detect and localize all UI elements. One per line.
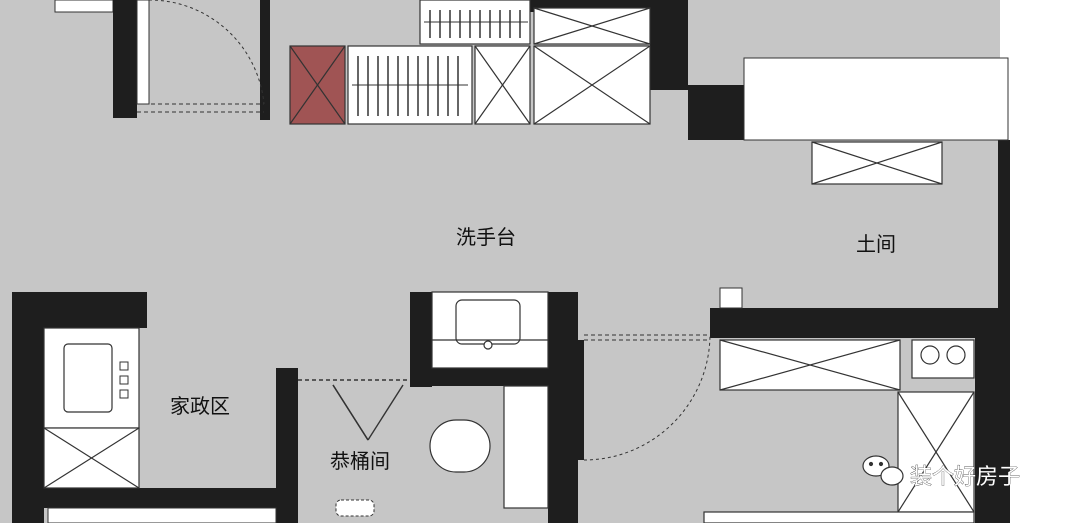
cooktop-burners	[920, 345, 966, 365]
housekeeping-appliances	[43, 327, 140, 489]
label-toilet-room: 恭桶间	[330, 449, 390, 473]
toilet-bifold-door	[298, 379, 410, 441]
right-top-outside	[743, 57, 1009, 141]
door-right	[583, 287, 743, 461]
label-washbasin-area: 洗手台	[456, 225, 516, 249]
door-upper-left	[136, 0, 265, 113]
wall-upper-left	[113, 0, 137, 118]
label-housekeeping-area: 家政区	[170, 394, 230, 418]
toilet-room-fixtures	[429, 385, 549, 509]
shoe-rack-slats	[352, 10, 528, 116]
label-mudroom: 土间	[856, 232, 896, 256]
wall-right	[998, 140, 1010, 310]
watermark-text: 装个好房子	[910, 465, 1020, 490]
walls	[12, 0, 1010, 523]
wechat-icon	[862, 455, 904, 486]
wall-washbasin	[410, 292, 432, 387]
upper-left-room	[54, 0, 114, 13]
floor-drain	[335, 499, 375, 517]
washbasin	[431, 291, 549, 369]
left-lower-room	[47, 507, 277, 523]
appliance-controls	[119, 361, 129, 399]
watermark: 装个好房子	[862, 455, 1020, 490]
mudroom-cabinet	[811, 141, 943, 185]
top-cabinets	[289, 0, 651, 125]
